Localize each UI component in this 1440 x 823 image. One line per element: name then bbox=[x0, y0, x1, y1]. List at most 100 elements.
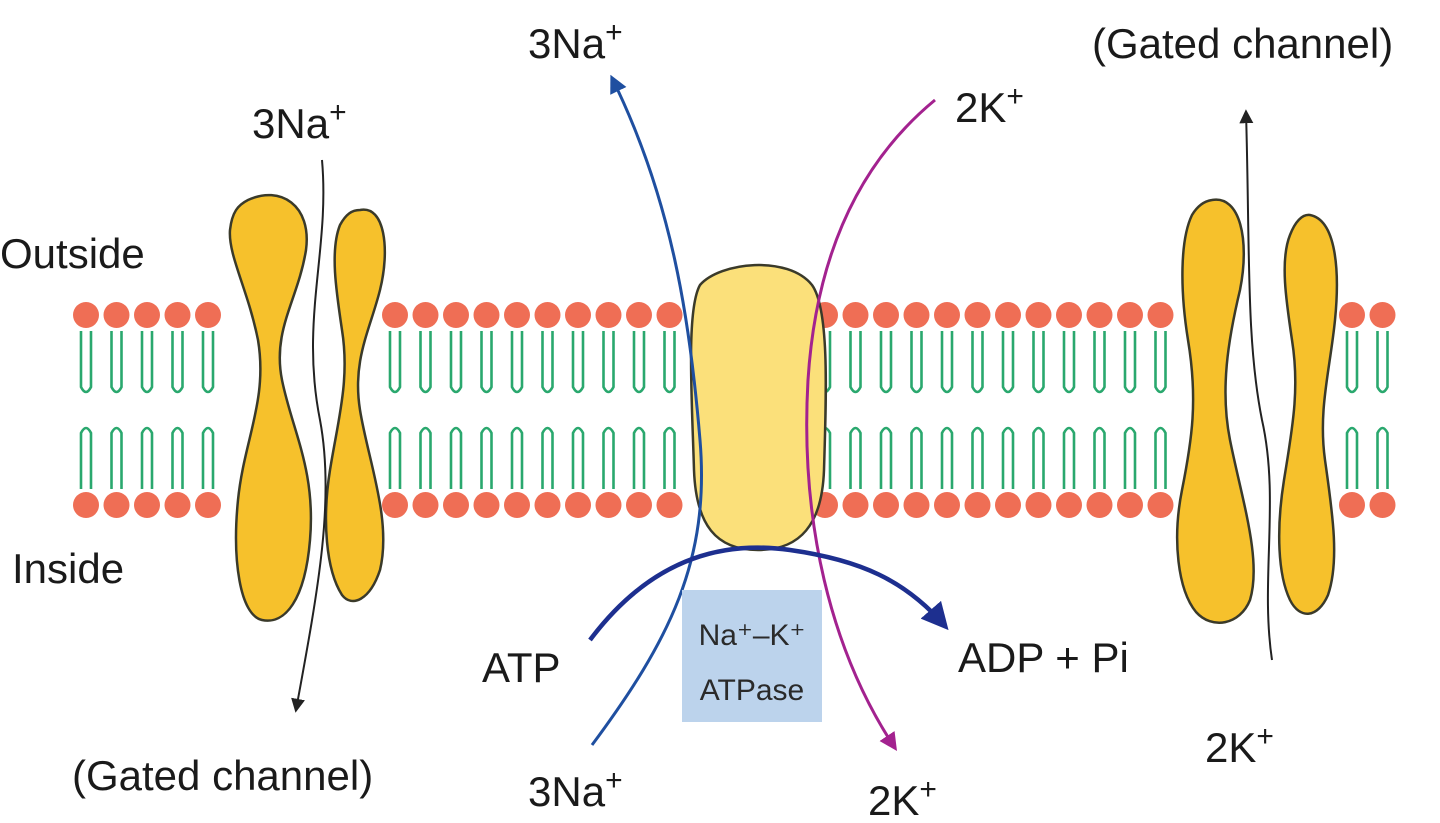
lipid-tail bbox=[879, 426, 893, 489]
atp-label: ATP bbox=[482, 644, 561, 691]
phospholipid bbox=[443, 302, 469, 518]
phospholipid bbox=[1056, 302, 1082, 518]
gated-channel-right-label: (Gated channel) bbox=[1092, 20, 1393, 67]
na-pump-bottom-label: 3Na+ bbox=[528, 764, 623, 815]
lipid-head bbox=[473, 302, 500, 328]
left-channel-subunit-a bbox=[228, 193, 313, 622]
lipid-tail bbox=[110, 426, 123, 489]
lipid-tail bbox=[1345, 426, 1359, 489]
lipid-head bbox=[1147, 302, 1174, 328]
phospholipid bbox=[195, 302, 221, 518]
right-gated-channel bbox=[1175, 109, 1339, 661]
lipid-tail bbox=[940, 331, 954, 394]
lipid-head bbox=[934, 492, 960, 518]
lipid-tail bbox=[480, 426, 493, 489]
lipid-head bbox=[382, 302, 408, 328]
lipid-head bbox=[534, 492, 561, 518]
lipid-tail bbox=[602, 331, 615, 394]
lipid-head bbox=[595, 302, 622, 328]
lipid-head bbox=[443, 492, 469, 518]
lipid-tail bbox=[940, 426, 954, 489]
lipid-head bbox=[842, 492, 869, 518]
lipid-tail bbox=[632, 331, 646, 394]
phospholipid bbox=[103, 302, 130, 518]
na-left-top-label: 3Na+ bbox=[252, 96, 347, 147]
lipid-tail bbox=[971, 426, 984, 489]
inside-label: Inside bbox=[12, 545, 124, 592]
lipid-tail bbox=[449, 426, 463, 489]
lipid-tail bbox=[171, 331, 184, 394]
lipid-tail bbox=[541, 331, 554, 394]
left-gated-channel bbox=[228, 159, 386, 713]
lipid-head bbox=[195, 492, 221, 518]
lipid-head bbox=[1086, 492, 1113, 518]
phospholipid bbox=[412, 302, 439, 518]
sodium-potassium-pump bbox=[689, 263, 828, 552]
lipid-head bbox=[504, 492, 530, 518]
lipid-tail bbox=[510, 331, 524, 394]
lipid-head bbox=[103, 492, 130, 518]
adp-pi-label: ADP + Pi bbox=[958, 634, 1129, 681]
k-pump-bottom-label: 2K+ bbox=[868, 773, 937, 823]
lipid-tail bbox=[663, 426, 676, 489]
right-channel-subunit-b bbox=[1277, 213, 1339, 615]
lipid-head bbox=[534, 302, 561, 328]
lipid-tail bbox=[879, 331, 893, 394]
lipid-head bbox=[134, 492, 160, 518]
lipid-tail bbox=[1345, 331, 1359, 394]
lipid-head bbox=[382, 492, 408, 518]
lipid-head bbox=[565, 302, 591, 328]
phospholipid bbox=[626, 302, 652, 518]
lipid-head bbox=[1369, 302, 1396, 328]
phospholipid bbox=[656, 302, 683, 518]
lipid-head bbox=[873, 492, 899, 518]
lipid-tail bbox=[663, 331, 676, 394]
lipid-tail bbox=[1093, 331, 1106, 394]
lipid-tail bbox=[1062, 331, 1076, 394]
lipid-head bbox=[995, 302, 1021, 328]
lipid-head bbox=[656, 302, 683, 328]
phospholipid bbox=[504, 302, 530, 518]
phospholipid bbox=[873, 302, 899, 518]
phospholipid bbox=[134, 302, 160, 518]
lipid-head bbox=[1025, 302, 1052, 328]
lipid-head bbox=[995, 492, 1021, 518]
lipid-tail bbox=[1093, 426, 1106, 489]
lipid-head bbox=[1147, 492, 1174, 518]
enzyme-label-box bbox=[682, 590, 822, 722]
lipid-tail bbox=[1154, 331, 1167, 394]
lipid-tail bbox=[171, 426, 184, 489]
lipid-tail bbox=[849, 331, 862, 394]
lipid-tail bbox=[1154, 426, 1167, 489]
phospholipid bbox=[73, 302, 99, 518]
lipid-tail bbox=[602, 426, 615, 489]
phospholipid bbox=[164, 302, 191, 518]
left-channel-ion-arrow bbox=[291, 159, 327, 713]
lipid-head bbox=[934, 302, 960, 328]
lipid-head bbox=[164, 492, 191, 518]
lipid-tail bbox=[910, 426, 923, 489]
lipid-head bbox=[626, 302, 652, 328]
lipid-head bbox=[134, 302, 160, 328]
lipid-head bbox=[412, 492, 439, 518]
lipid-head bbox=[656, 492, 683, 518]
k-pump-top-label: 2K+ bbox=[955, 80, 1024, 131]
na-pump-top-label: 3Na+ bbox=[528, 16, 623, 67]
lipid-head bbox=[73, 492, 99, 518]
lipid-head bbox=[964, 302, 991, 328]
phospholipid bbox=[1147, 302, 1174, 518]
lipid-tail bbox=[388, 331, 402, 394]
lipid-tail bbox=[849, 426, 862, 489]
lipid-tail bbox=[449, 331, 463, 394]
lipid-tail bbox=[1032, 426, 1045, 489]
lipid-tail bbox=[201, 331, 215, 394]
lipid-tail bbox=[510, 426, 524, 489]
phospholipid bbox=[1117, 302, 1143, 518]
right-channel-ion-arrow bbox=[1239, 109, 1273, 661]
lipid-tail bbox=[971, 331, 984, 394]
lipid-head bbox=[443, 302, 469, 328]
lipid-bilayer bbox=[73, 302, 1396, 518]
lipid-tail bbox=[910, 331, 923, 394]
lipid-head bbox=[1339, 492, 1365, 518]
